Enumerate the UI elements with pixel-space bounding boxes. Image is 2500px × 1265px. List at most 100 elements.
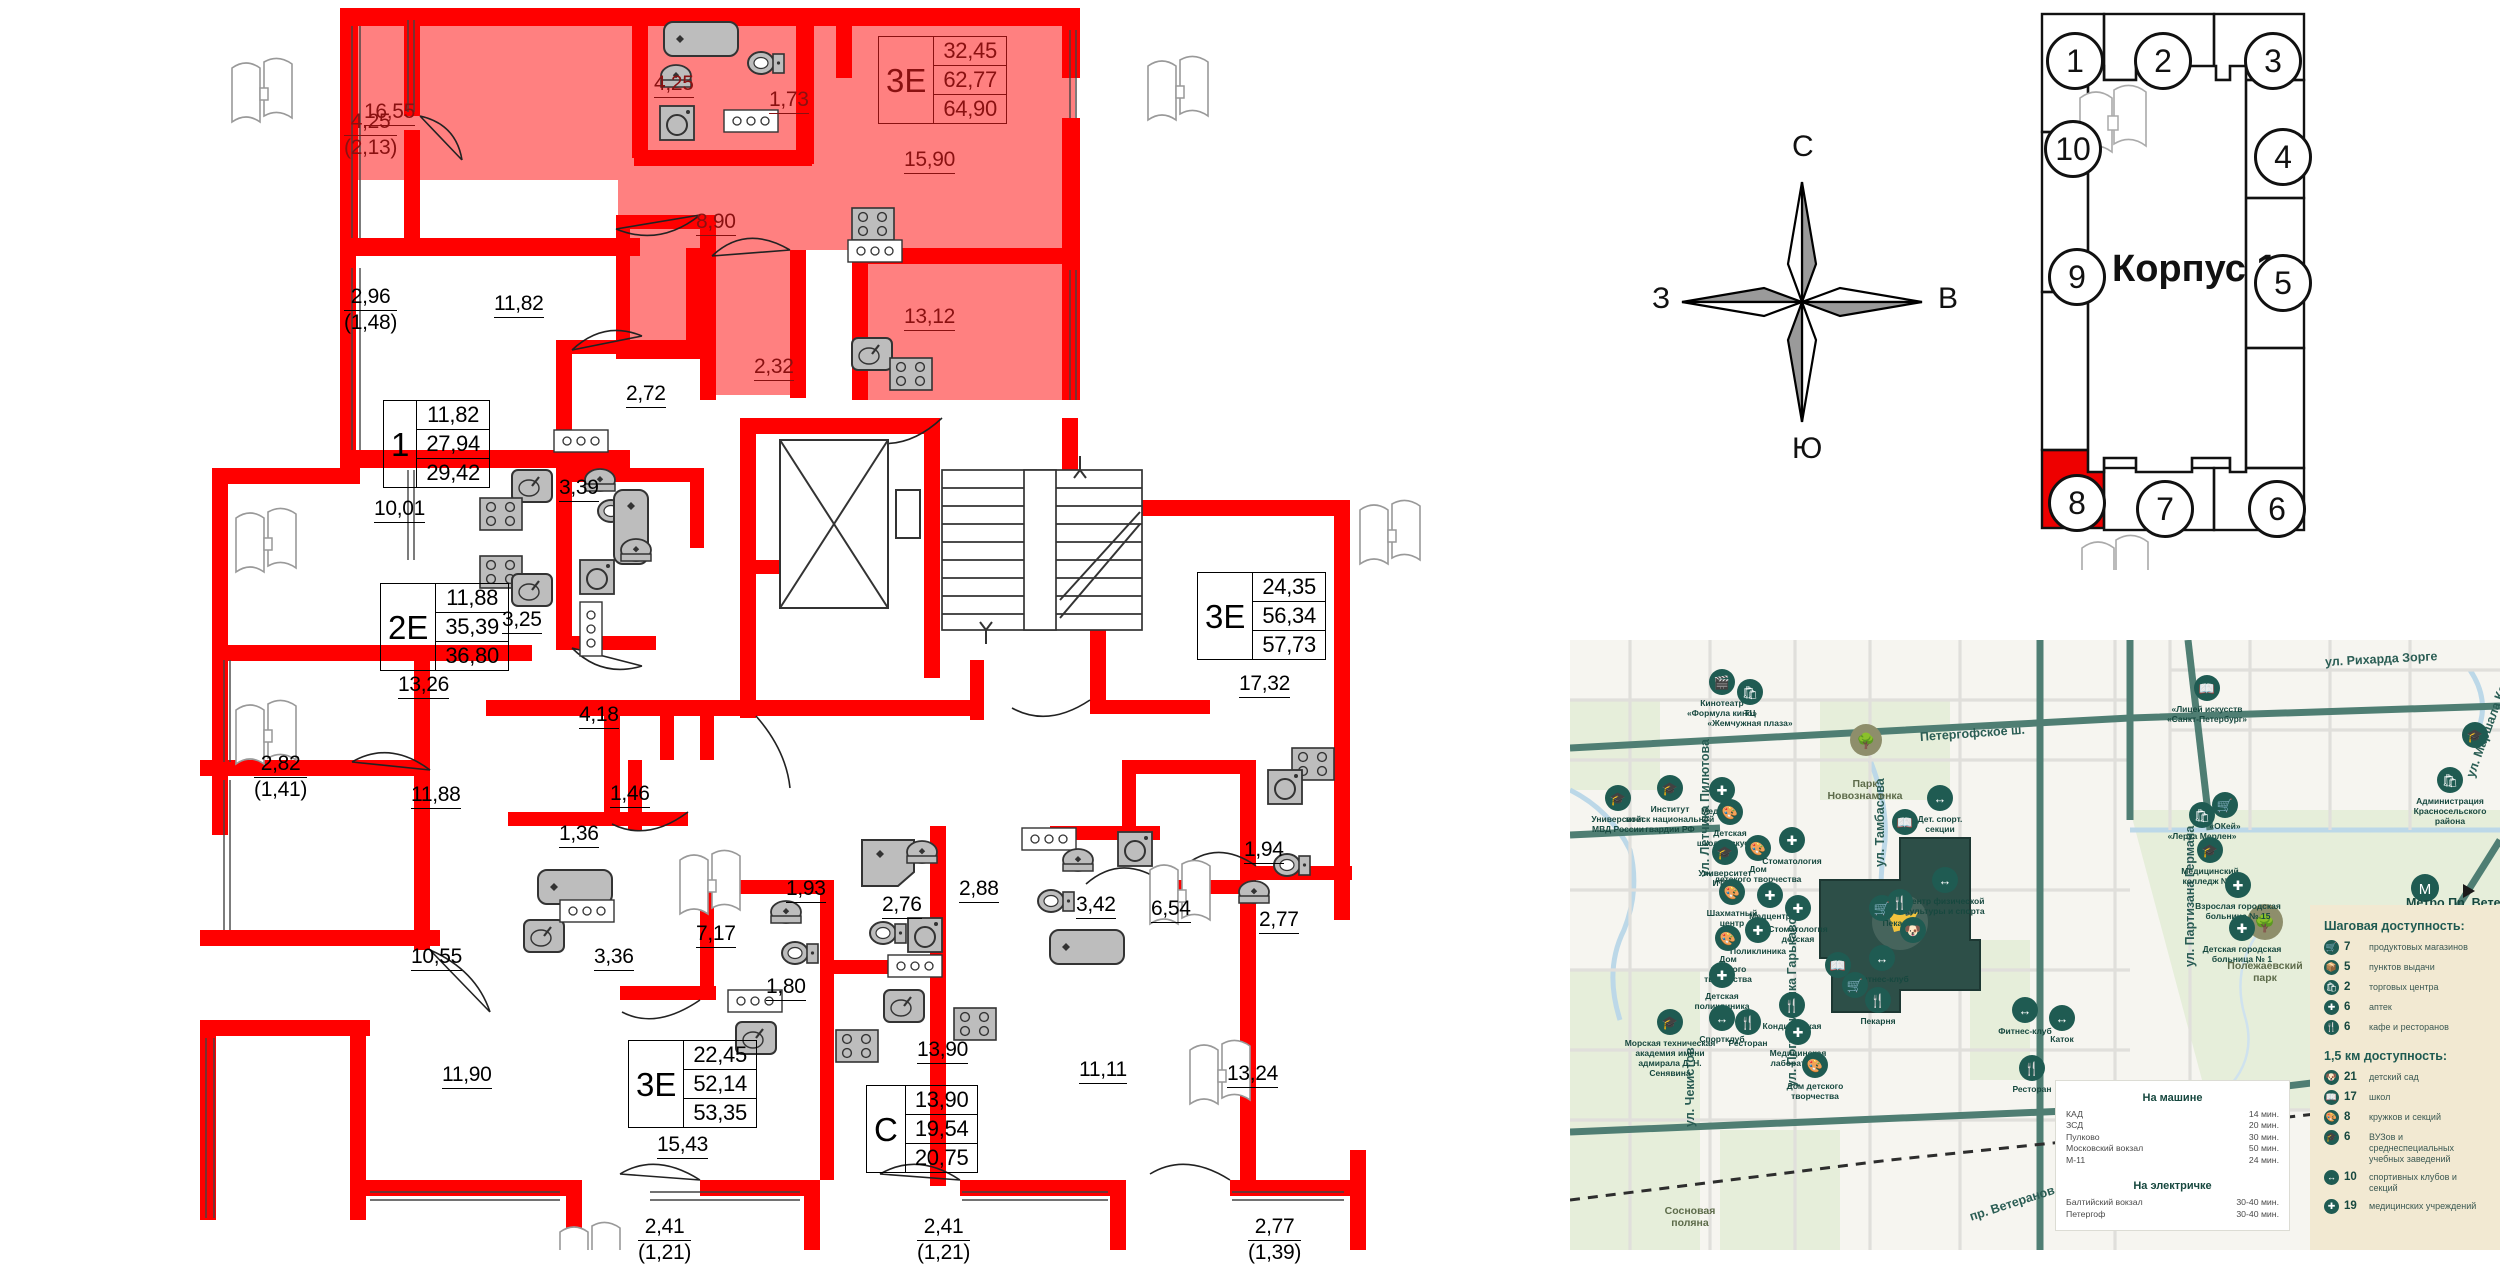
room-area-label: 15,43: [657, 1133, 708, 1159]
legend-text: спортивных клубов и секций: [2369, 1171, 2457, 1193]
pet-icon: 🐶: [1900, 917, 1926, 943]
building-section-6[interactable]: 6: [2248, 480, 2306, 538]
room-area-label: 15,90: [904, 148, 955, 174]
room-area-label: 17,32: [1239, 672, 1290, 698]
map-poi-marker[interactable]: 🍴Ресторан: [2012, 1055, 2052, 1094]
apartment-total-area: 20,75: [914, 1145, 969, 1170]
legend-count: 6: [2344, 1001, 2351, 1013]
map-poi-marker[interactable]: ✚Детскаяполиклиника: [1694, 962, 1750, 1011]
legend-km-title: 1,5 км доступность:: [2324, 1049, 2448, 1063]
bag-icon: 🛍: [2437, 767, 2463, 793]
legend-text: аптек: [2369, 1002, 2392, 1012]
street-label: ул. Партизана Германа: [2183, 825, 2197, 967]
map-poi-marker[interactable]: 🎓: [2462, 722, 2488, 748]
dumb-icon: ↔: [1709, 1005, 1735, 1031]
map-poi-marker[interactable]: 📖: [1892, 809, 1918, 835]
map-poi-label: Медцентр: [1749, 911, 1791, 921]
room-area-label: 1,93: [786, 877, 826, 903]
apartment-spec-3e-right: 3Е 24,35 56,34 57,73: [1197, 572, 1326, 660]
cart-icon: 🛒: [1842, 972, 1868, 998]
building-section-1[interactable]: 1: [2046, 32, 2104, 90]
apartment-area: 56,34: [1253, 602, 1325, 631]
map-poi-marker[interactable]: ✚Стоматология: [1762, 827, 1822, 866]
map-poi-marker[interactable]: ↔Фитнес-клуб: [1855, 945, 1909, 984]
art-icon: 🎨: [1717, 799, 1743, 825]
map-poi-marker[interactable]: 🛒: [1842, 972, 1868, 998]
building-section-5[interactable]: 5: [2254, 254, 2312, 312]
art-icon: 🎨: [1745, 835, 1771, 861]
legend-text: торговых центра: [2369, 982, 2439, 992]
apartment-area: 52,14: [684, 1070, 756, 1099]
map-poi-label: Ресторан: [1728, 1038, 1768, 1048]
building-section-9[interactable]: 9: [2048, 248, 2106, 306]
map-poi-marker[interactable]: ↔Каток: [2049, 1005, 2075, 1044]
room-area-label: 1,36: [559, 822, 599, 848]
map-poi-marker[interactable]: 🛍ТЦ«Жемчужная плаза»: [1707, 679, 1793, 728]
map-poi-marker[interactable]: 📖«Лицей искусств«Санкт-Петербург»: [2167, 675, 2247, 724]
map-poi-label: Ресторан: [2012, 1084, 2052, 1094]
map-poi-marker[interactable]: ✚Поликлиника: [1730, 917, 1786, 956]
plus-icon: ✚: [1779, 827, 1805, 853]
map-poi-marker[interactable]: 🛒«ОКей»: [2209, 792, 2241, 831]
dumb-icon: ↔: [1927, 785, 1953, 811]
legend-text: кружков и секций: [2369, 1112, 2441, 1122]
map-poi-marker[interactable]: 🍴Ресторан: [1728, 1009, 1768, 1048]
floor-plan-drawing: [200, 8, 1421, 1250]
map-poi-marker[interactable]: 🐶: [1900, 917, 1926, 943]
transport-time: 50 мин.: [2248, 1143, 2279, 1154]
map-poi-label: Спортклуб: [1699, 1034, 1745, 1044]
map-poi-marker[interactable]: 🛍«Леруа Мерлен»: [2168, 802, 2236, 841]
map-poi-marker[interactable]: 🎓УниверситетИТМО: [1698, 839, 1752, 888]
map-poi-marker[interactable]: ↔Фитнес-клуб: [1998, 997, 2052, 1036]
legend-count: 5: [2344, 961, 2351, 973]
map-poi-marker[interactable]: 🍴Пекарня: [1860, 987, 1896, 1026]
building-section-4[interactable]: 4: [2254, 128, 2312, 186]
building-section-8[interactable]: 8: [2048, 474, 2106, 532]
legend-text: пунктов выдачи: [2369, 962, 2435, 972]
plus-icon: ✚: [1709, 777, 1735, 803]
plus-icon: ✚: [2225, 872, 2251, 898]
room-area-label: 11,11: [1079, 1058, 1127, 1084]
building-section-2[interactable]: 2: [2134, 32, 2192, 90]
map-poi-marker[interactable]: 🛒: [1869, 895, 1895, 921]
map-poi-marker[interactable]: ↔Дет. спорт.секции: [1918, 785, 1962, 834]
building-section-7[interactable]: 7: [2136, 480, 2194, 538]
map-poi-marker[interactable]: 🍴Кондитерская: [1763, 992, 1821, 1031]
transport-destination: Петергоф: [2066, 1208, 2106, 1219]
transport-time: 20 мин.: [2248, 1120, 2279, 1131]
dumb-icon: ↔: [2324, 1169, 2339, 1185]
plus-icon: ✚: [2324, 1198, 2339, 1214]
map-poi-marker[interactable]: ↔ Спортклуб: [1699, 1005, 1745, 1044]
box-icon: 📦: [2324, 960, 2339, 975]
building-section-3[interactable]: 3: [2244, 32, 2302, 90]
building-section-10[interactable]: 10: [2044, 120, 2102, 178]
elevator-stairs-core: [779, 439, 1143, 644]
apartment-living-area: 24,35: [1253, 573, 1325, 602]
map-poi-marker[interactable]: 🎬Кинотеатр«Формула кино»: [1687, 669, 1757, 718]
room-area-label: 3,25: [502, 608, 542, 634]
balcony-area-label: 2,41(1,21): [638, 1215, 692, 1264]
map-poi-marker[interactable]: ✚Медцентр: [1749, 882, 1791, 921]
transport-train-title: На электричке: [2133, 1180, 2212, 1193]
